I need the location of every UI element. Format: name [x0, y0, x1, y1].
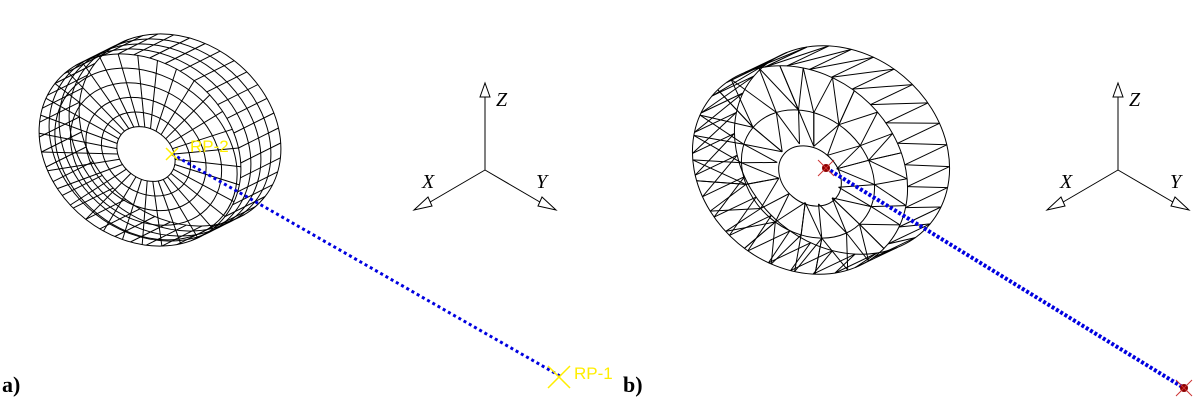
- axis-triad: [1045, 81, 1191, 211]
- node-marker: [1175, 379, 1193, 397]
- connector-line: [824, 166, 1186, 390]
- hex-mesh-wheel: [38, 33, 282, 247]
- connector-line: [171, 152, 561, 378]
- panel-a-label: a): [2, 372, 21, 397]
- axis-z-label: Z: [496, 89, 508, 111]
- panel-b-label: b): [623, 372, 643, 397]
- rp-1-marker: [547, 365, 571, 389]
- axis-z-label: Z: [1129, 89, 1141, 111]
- axis-x-label: X: [1059, 171, 1073, 193]
- rp-2-label: RP-2: [190, 137, 229, 156]
- panel-b: Z X Y: [691, 45, 1193, 397]
- axis-y-label: Y: [536, 171, 549, 193]
- axis-x-label: X: [421, 171, 435, 193]
- rp-1-label: RP-1: [574, 364, 613, 383]
- rp-2-marker: [165, 147, 179, 161]
- tet-mesh-wheel: [691, 45, 951, 275]
- axis-triad: [412, 81, 558, 211]
- axis-y-label: Y: [1170, 171, 1183, 193]
- panel-a: RP-2 RP-1 Z X Y: [38, 33, 613, 389]
- node-marker: [817, 159, 835, 177]
